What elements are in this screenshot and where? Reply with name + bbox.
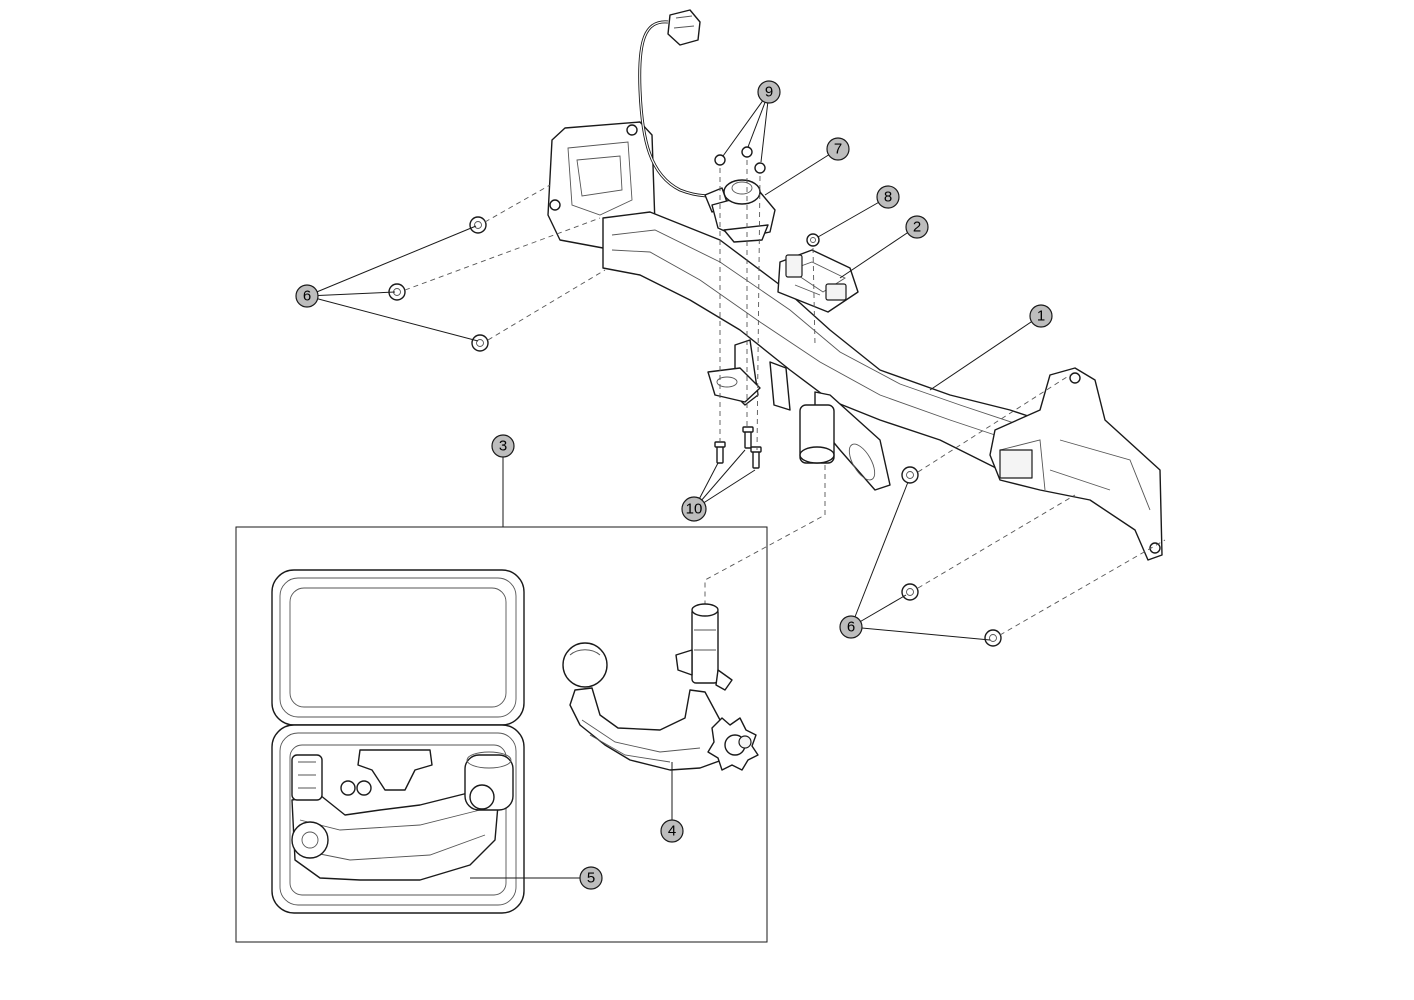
callout-1: 1 <box>1029 304 1053 328</box>
bolts-part-10 <box>714 426 762 469</box>
tow-ball-part-4 <box>562 603 759 771</box>
nut-part-8 <box>806 233 820 247</box>
callout-5-label: 5 <box>587 870 595 887</box>
callout-6-left-label: 6 <box>303 288 311 305</box>
callout-5: 5 <box>579 866 603 890</box>
assembly-guide-lines <box>404 160 1166 636</box>
callout-8-label: 8 <box>884 189 892 206</box>
callout-4-label: 4 <box>668 823 676 840</box>
callout-7: 7 <box>826 137 850 161</box>
tow-bar-crossmember <box>547 121 1163 561</box>
callout-9-label: 9 <box>765 84 773 101</box>
callout-2-label: 2 <box>913 219 921 236</box>
callout-6-left: 6 <box>295 284 319 308</box>
callout-7-label: 7 <box>834 141 842 158</box>
socket-part-7 <box>704 179 776 243</box>
storage-case-part-5 <box>271 569 525 914</box>
callout-8: 8 <box>876 185 900 209</box>
callout-3-label: 3 <box>499 438 507 455</box>
callout-6-right: 6 <box>839 615 863 639</box>
callout-2: 2 <box>905 215 929 239</box>
callout-10: 10 <box>681 496 707 522</box>
callout-3: 3 <box>491 434 515 458</box>
callout-4: 4 <box>660 819 684 843</box>
callout-9: 9 <box>757 80 781 104</box>
callout-10-label: 10 <box>686 501 703 518</box>
kit-frame-part-3 <box>235 526 768 943</box>
wiring-harness <box>638 9 731 198</box>
callout-6-right-label: 6 <box>847 619 855 636</box>
callout-1-label: 1 <box>1037 308 1045 325</box>
nuts-part-9 <box>714 146 766 174</box>
control-module-part-2 <box>777 249 859 313</box>
